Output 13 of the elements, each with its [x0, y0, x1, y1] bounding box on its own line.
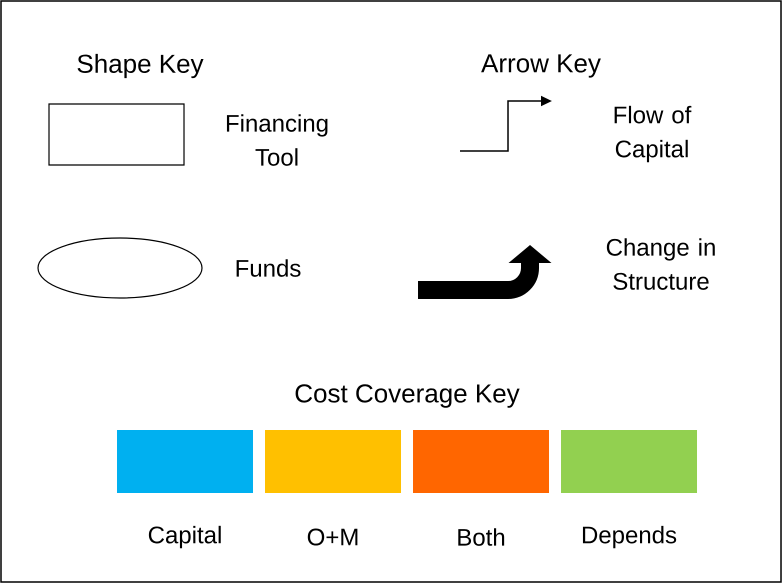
legend-label: Flow of Capital — [614, 106, 692, 162]
section-heading: Arrow Key — [481, 54, 601, 78]
legend-label: Change in Structure — [606, 238, 715, 290]
rectangle-sample — [48, 103, 185, 166]
legend-label: Financing Tool — [226, 114, 328, 166]
legend-label: Capital — [148, 526, 221, 548]
legend-label: O+M — [308, 528, 358, 546]
legend-label: Depends — [582, 526, 676, 548]
ellipse-sample — [37, 237, 203, 299]
legend-label: Funds — [236, 259, 300, 277]
section-heading: Cost Coverage Key — [296, 384, 520, 408]
section-heading: Shape Key — [78, 54, 204, 78]
legend-label: Both — [458, 528, 504, 546]
